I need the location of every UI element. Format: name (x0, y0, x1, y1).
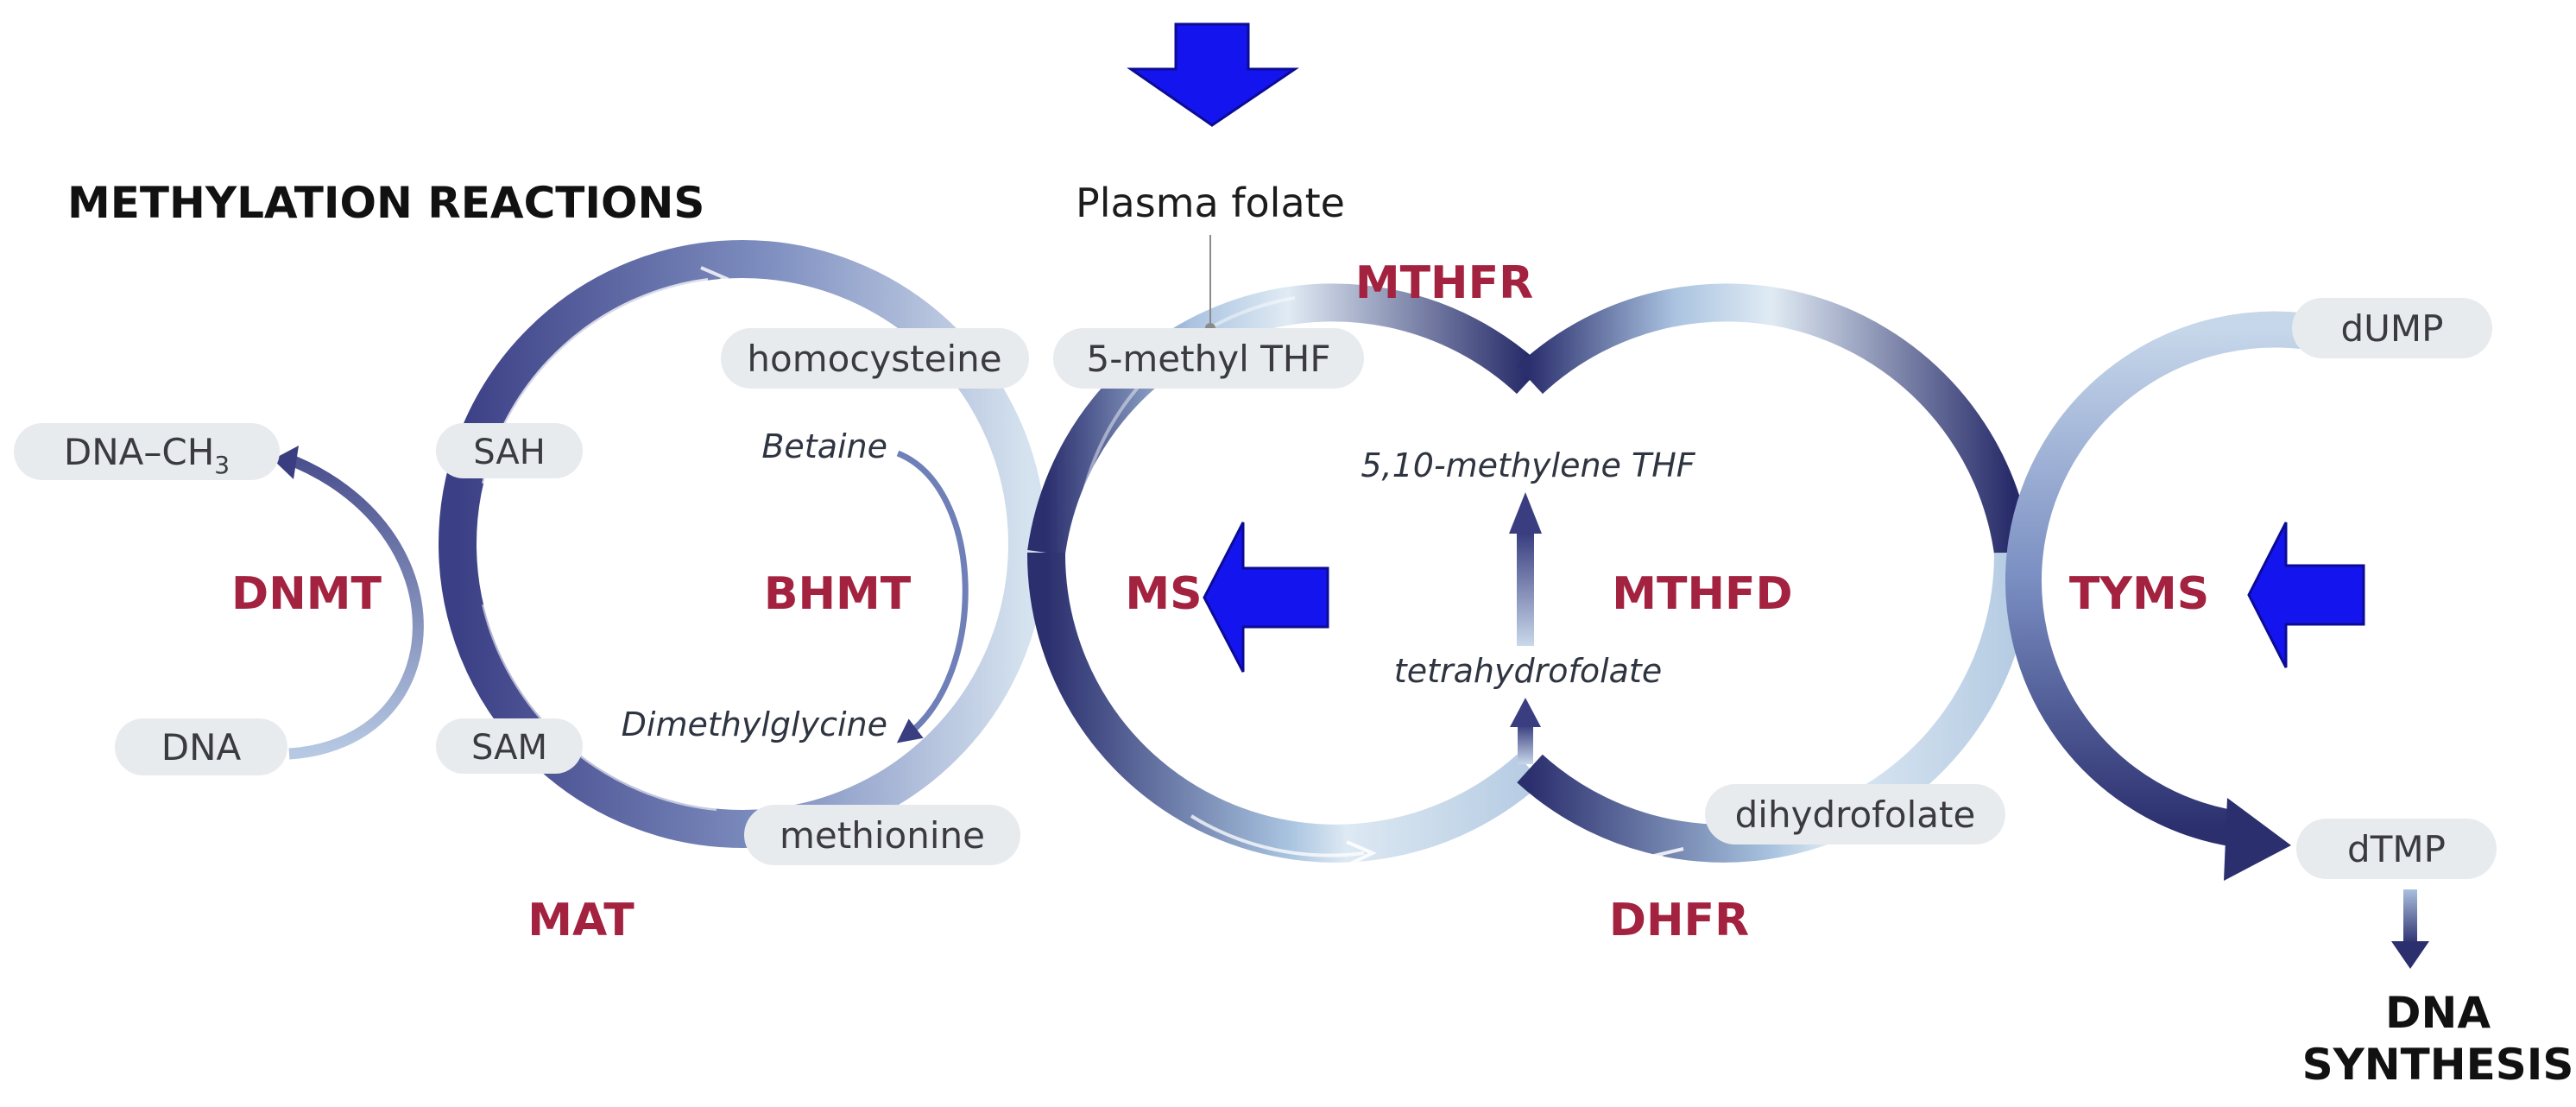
tyms-arc-arrowhead (2224, 798, 2291, 881)
input-arrow-down (1127, 22, 1299, 127)
methionine-cycle-ring (439, 240, 1046, 848)
dump-pill (2292, 298, 2492, 358)
methylation-reactions-heading: METHYLATION REACTIONS (67, 178, 704, 228)
mthfd-arrow-head (1509, 492, 1542, 534)
five-methyl-thf-pill (1053, 328, 1364, 389)
dna-label: DNA (161, 726, 242, 769)
dhf-to-thf-arrow-shaft (1518, 725, 1533, 764)
methionine-label: methionine (780, 814, 985, 857)
dtmp-label: dTMP (2347, 828, 2446, 870)
dump-label: dUMP (2341, 307, 2444, 350)
dihydrofolate-pill (1705, 784, 2005, 844)
ms-input-arrow (1203, 522, 1329, 673)
sah-pill (436, 423, 583, 478)
sam-label: SAM (471, 728, 547, 768)
betaine-to-dimethylglycine-arrow (896, 450, 969, 743)
tyms-arc-stroke (2005, 311, 2317, 847)
tyms-arc (2005, 311, 2317, 881)
bhmt-enzyme-label: BHMT (764, 568, 912, 620)
dhf-to-thf-arrow-head (1510, 698, 1541, 727)
dna-pill (115, 718, 287, 775)
dna-synthesis-line-1: DNA (2385, 988, 2491, 1038)
folate-cycle-ring-top-right (1517, 283, 2032, 556)
dimethylglycine-label: Dimethylglycine (622, 705, 887, 743)
dnmt-enzyme-label: DNMT (231, 568, 382, 620)
mthfr-enzyme-label: MTHFR (1355, 257, 1533, 309)
mthfd-arrow-shaft (1517, 534, 1534, 646)
dna-ch3-label: DNA–CH3 (64, 431, 230, 479)
folate-cycle-ring-top-left (1027, 283, 1543, 556)
folate-cycle-ring-bottom-left (1026, 552, 1543, 863)
methionine-pill (744, 805, 1020, 865)
mthfd-enzyme-label: MTHFD (1612, 568, 1792, 620)
five-methyl-thf-label: 5-methyl THF (1087, 338, 1331, 380)
dna-ch3-pill (14, 423, 280, 480)
methionine-cycle-arrowhead-top (700, 266, 729, 292)
dtmp-down-arrow-shaft (2403, 889, 2417, 945)
dnmt-arc (273, 446, 424, 760)
dtmp-down-arrow-head (2391, 941, 2429, 969)
mat-enzyme-label: MAT (527, 895, 635, 946)
plasma-folate-label: Plasma folate (1076, 180, 1345, 226)
dhfr-enzyme-label: DHFR (1609, 895, 1749, 946)
dihydrofolate-label: dihydrofolate (1735, 794, 1976, 836)
homocysteine-pill (721, 328, 1029, 389)
homocysteine-label: homocysteine (747, 338, 1001, 380)
betaine-label: Betaine (761, 427, 887, 465)
sah-label: SAH (473, 433, 546, 472)
tyms-input-arrow (2247, 522, 2365, 668)
tyms-enzyme-label: TYMS (2069, 568, 2209, 620)
folate-cycle-arrowhead-dhfr (1652, 847, 1684, 870)
folate-cycle-arrowhead-bottom (1346, 840, 1377, 867)
methylene-thf-label: 5,10-methylene THF (1361, 446, 1695, 484)
tetrahydrofolate-label: tetrahydrofolate (1394, 652, 1662, 690)
dtmp-pill (2296, 819, 2497, 879)
folate-cycle-inner-line-bottom (1190, 814, 1365, 857)
dnmt-arc-stroke (282, 452, 424, 760)
dnmt-arc-arrowhead (273, 446, 299, 479)
dna-synthesis-line-2: SYNTHESIS (2302, 1040, 2574, 1090)
sam-pill (436, 718, 583, 774)
ms-enzyme-label: MS (1125, 568, 1202, 620)
folate-cycle-inner-line-top-right (1622, 328, 1901, 399)
